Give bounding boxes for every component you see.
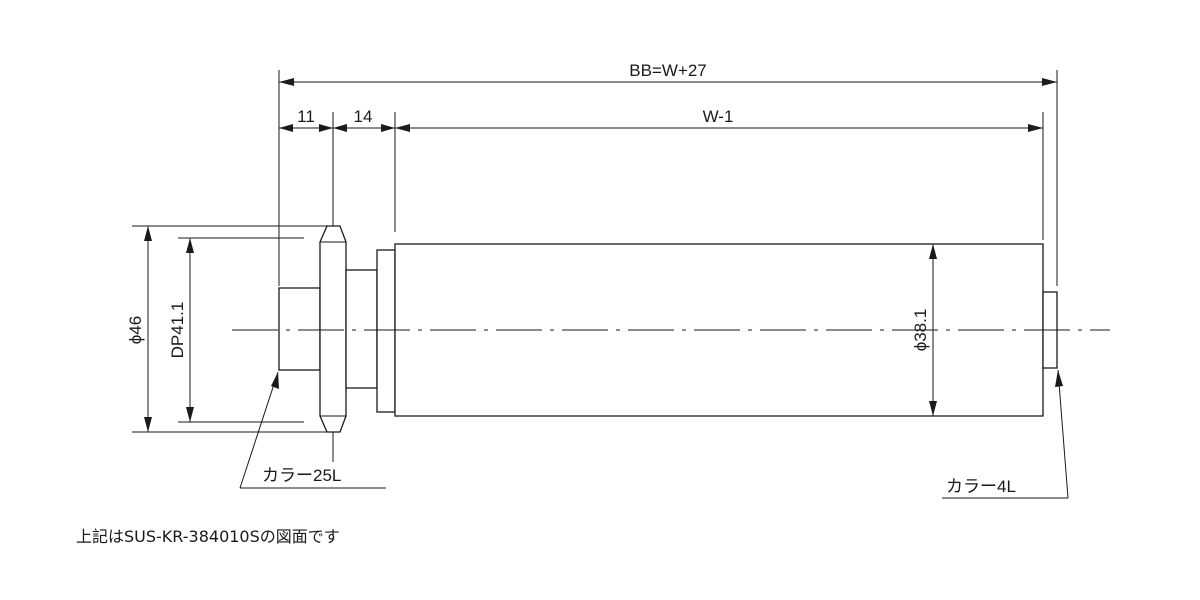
tube-length-dimension: W-1 [395,107,1043,132]
collar-left-label: カラー25L [262,466,341,485]
diameter-extension-lines [132,225,327,433]
collar-right-leader: カラー4L [942,369,1069,499]
pitch-diameter-dimension: DP41.1 [168,238,194,422]
collar-right-label: カラー4L [946,477,1016,496]
flange-diameter-dimension: ϕ46 [126,226,152,432]
tube-length-label: W-1 [703,107,734,126]
sprocket-flange [319,225,347,433]
flange-diameter-label: ϕ46 [126,316,145,344]
roller-body [278,225,1058,433]
segment-a-label: 11 [297,107,315,126]
segment-a-dimension: 11 [279,107,333,132]
segment-b-label: 14 [354,107,373,126]
drawing-note: 上記はSUS-KR-384010Sの図面です [76,527,340,546]
tube-diameter-dimension: ϕ38.1 [911,244,937,416]
overall-dimension-label: BB=W+27 [629,61,707,80]
overall-dimension: BB=W+27 [279,61,1057,86]
tube-diameter-label: ϕ38.1 [911,309,930,352]
segment-b-dimension: 14 [333,107,395,132]
pitch-diameter-label: DP41.1 [168,302,187,359]
hub [345,269,378,389]
left-collar [278,287,321,371]
collar-left-leader: カラー25L [239,371,386,489]
shoulder-step [376,249,396,413]
